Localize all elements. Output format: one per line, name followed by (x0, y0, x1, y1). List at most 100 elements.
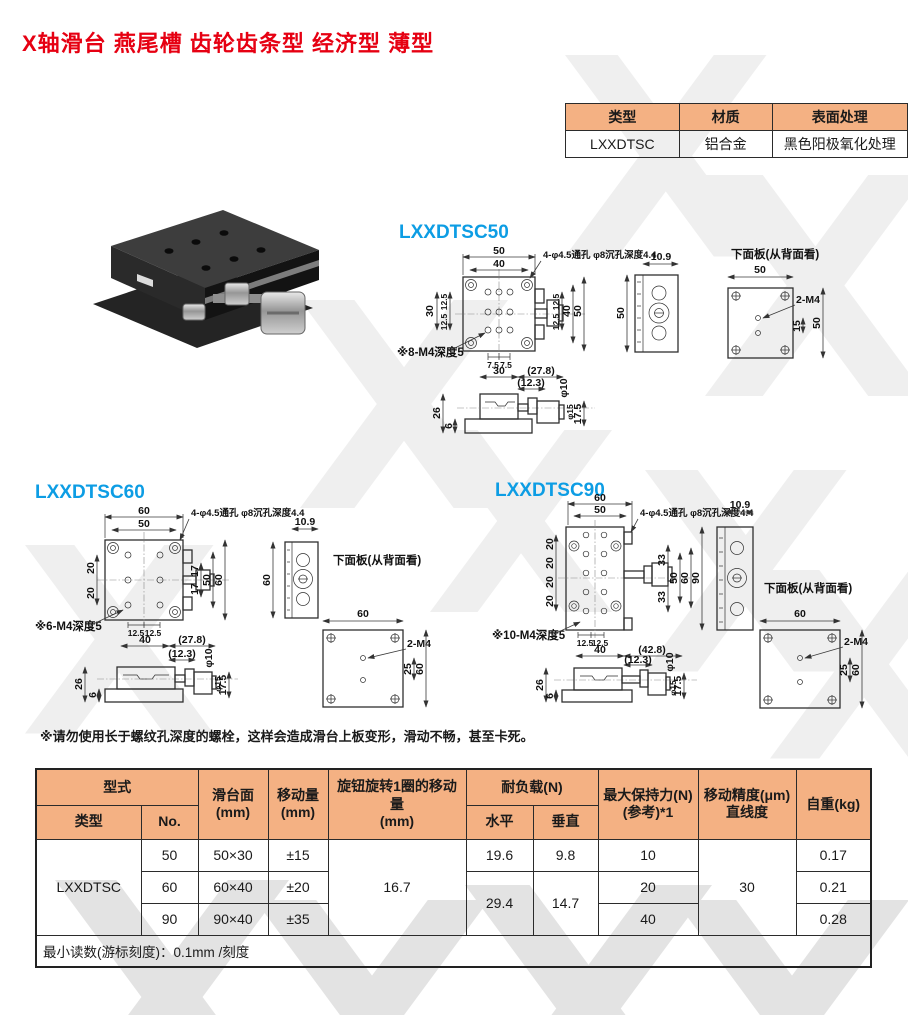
bottom-plate-title: 下面板(从背面看) (333, 553, 421, 567)
svg-text:50: 50 (754, 264, 766, 276)
svg-text:φ10: φ10 (558, 378, 570, 397)
svg-text:40: 40 (594, 644, 606, 656)
svg-text:12.5: 12.5 (551, 293, 561, 310)
svg-text:17.5: 17.5 (572, 404, 584, 425)
svg-text:20: 20 (544, 576, 556, 588)
elevation-view: 40 (27.8) (12.3) φ10 26 6 φ15 17.5 (73, 634, 238, 703)
cell-precision: 30 (697, 838, 797, 936)
svg-text:φ10: φ10 (664, 652, 676, 671)
drawing-lxxdtsc60: LXXDTSC60 60 50 (33, 472, 465, 723)
product-photo (85, 186, 320, 359)
cell-travel: ±20 (267, 870, 329, 904)
svg-text:20: 20 (85, 562, 97, 574)
header-precision: 移动精度(μm)直线度 (697, 768, 797, 840)
svg-text:10.9: 10.9 (295, 516, 316, 528)
svg-text:2-M4: 2-M4 (844, 636, 868, 648)
svg-text:6: 6 (443, 423, 455, 429)
cell-travel: ±35 (267, 902, 329, 936)
drawing-title: LXXDTSC90 (495, 480, 605, 501)
cell-no: 60 (140, 870, 199, 904)
cell-hold: 40 (597, 902, 699, 936)
svg-text:17: 17 (189, 583, 201, 595)
svg-text:20: 20 (544, 595, 556, 607)
table-row: LXXDTSC 50 50×30 ±15 16.7 19.6 9.8 10 30… (35, 838, 872, 936)
svg-text:20: 20 (544, 557, 556, 569)
cell-load-v: 14.7 (532, 870, 599, 936)
svg-text:20: 20 (544, 538, 556, 550)
svg-text:10.9: 10.9 (651, 251, 672, 263)
svg-text:17.5: 17.5 (217, 675, 229, 696)
svg-text:90: 90 (690, 572, 702, 584)
table-row: 60 60×40 ±20 29.4 14.7 20 0.21 (36, 870, 872, 936)
svg-text:33: 33 (656, 554, 668, 566)
svg-text:12.5: 12.5 (592, 638, 609, 648)
svg-text:60: 60 (679, 572, 691, 584)
header-load-vertical: 垂直 (532, 804, 599, 840)
svg-text:26: 26 (431, 407, 443, 419)
counterbore-callout: 4-φ4.5通孔 φ8沉孔深度4.4 (191, 507, 305, 519)
svg-text:50: 50 (594, 504, 606, 516)
elevation-view: 30 (27.8) (12.3) φ10 26 6 φ15 17.5 (431, 365, 595, 434)
svg-text:60: 60 (138, 505, 150, 517)
svg-text:50: 50 (572, 305, 584, 317)
svg-text:30: 30 (424, 305, 436, 317)
cell-type: LXXDTSC (35, 838, 142, 936)
svg-text:60: 60 (213, 574, 225, 586)
svg-text:60: 60 (357, 608, 369, 620)
bottom-plate-title: 下面板(从背面看) (731, 247, 819, 261)
svg-text:(12.3): (12.3) (168, 648, 195, 660)
cell-load-h: 29.4 (465, 870, 534, 936)
thread-note: ※10-M4深度5 (492, 628, 566, 642)
svg-text:60: 60 (261, 574, 273, 586)
svg-text:40: 40 (493, 258, 505, 270)
svg-text:33: 33 (656, 591, 668, 603)
header-load: 耐负载(N) (465, 768, 599, 806)
svg-text:(12.3): (12.3) (517, 377, 544, 389)
bottom-plate-view: 60 2-M4 25 60 (759, 608, 868, 709)
svg-text:(27.8): (27.8) (527, 365, 554, 377)
svg-text:40: 40 (561, 305, 573, 317)
svg-text:2-M4: 2-M4 (796, 294, 820, 306)
svg-text:(27.8): (27.8) (178, 634, 205, 646)
caution-note: ※请勿使用长于螺纹孔深度的螺栓，这样会造成滑台上板变形，滑动不畅，甚至卡死。 (40, 729, 534, 744)
svg-text:50: 50 (493, 245, 505, 257)
svg-text:12.5: 12.5 (439, 293, 449, 310)
header-surface: 滑台面(mm) (197, 768, 269, 840)
svg-text:50: 50 (138, 518, 150, 530)
svg-text:15: 15 (791, 320, 803, 332)
header-no: No. (140, 804, 199, 840)
front-view-dimensions: 50 40 4-φ4.5通孔 φ8沉孔深度4.4 30 12.5 12.5 12… (397, 245, 657, 370)
svg-text:20: 20 (85, 587, 97, 599)
info-value-surface: 黑色阳极氧化处理 (771, 130, 908, 158)
header-model: 型式 (35, 768, 199, 806)
drawing-title: LXXDTSC60 (35, 482, 145, 503)
svg-text:25: 25 (402, 663, 414, 675)
svg-text:φ15: φ15 (668, 680, 678, 696)
svg-text:50: 50 (811, 317, 823, 329)
cell-weight: 0.28 (795, 902, 872, 936)
front-view-dimensions: 60 50 4-φ4.5通孔 φ8沉孔深度4.4 20 20 20 20 33 … (492, 492, 754, 648)
thread-note: ※8-M4深度5 (397, 345, 464, 359)
header-travel: 移动量(mm) (267, 768, 329, 840)
svg-text:φ10: φ10 (203, 648, 215, 667)
info-value-type: LXXDTSC (565, 130, 680, 158)
front-view-dimensions: 60 50 4-φ4.5通孔 φ8沉孔深度4.4 20 20 17 17 50 … (35, 505, 305, 638)
svg-text:50: 50 (615, 307, 627, 319)
table-footer-row: 最小读数(游标刻度)：0.1mm /刻度 (35, 934, 872, 968)
svg-text:60: 60 (850, 664, 862, 676)
cell-surface: 50×30 (197, 838, 269, 872)
drawing-title: LXXDTSC50 (399, 222, 509, 243)
svg-text:50: 50 (201, 574, 213, 586)
drawing-lxxdtsc50: LXXDTSC50 50 40 (395, 216, 908, 461)
cell-load-h: 19.6 (465, 838, 534, 872)
header-knob-travel: 旋钮旋转1圈的移动量(mm) (327, 768, 467, 840)
info-value-material: 铝合金 (678, 130, 773, 158)
svg-text:(12.3): (12.3) (624, 654, 651, 666)
table-row: 90 90×40 ±35 40 0.28 (36, 902, 872, 936)
side-view: 10.9 (716, 499, 754, 631)
svg-text:6: 6 (544, 693, 556, 699)
cell-knob-travel: 16.7 (327, 838, 467, 936)
bottom-plate-title: 下面板(从背面看) (764, 581, 852, 595)
svg-text:60: 60 (594, 492, 606, 504)
svg-text:17.5: 17.5 (672, 676, 684, 697)
